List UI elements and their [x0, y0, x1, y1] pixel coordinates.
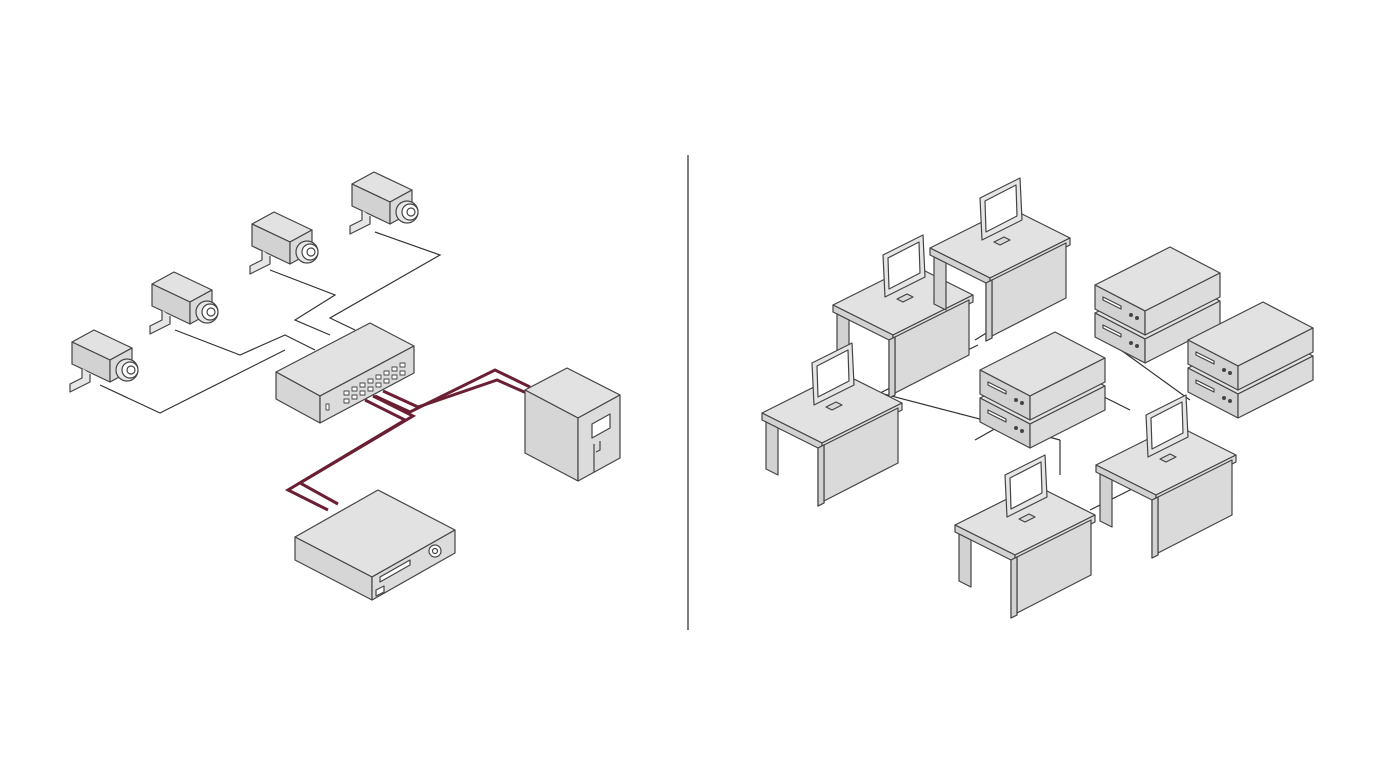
right-panel: [761, 177, 1314, 619]
link-camera-4: [328, 231, 442, 331]
workstations: [761, 177, 1237, 619]
highlighted-links: [284, 368, 539, 512]
workstation-5-icon: [1095, 394, 1237, 559]
workstation-4-icon: [954, 454, 1096, 619]
server-stack-2-icon: [979, 331, 1106, 449]
link-camera-1: [99, 349, 286, 414]
video-recorder-icon: [294, 489, 456, 601]
left-panel: [69, 171, 621, 601]
link-camera-3: [269, 269, 337, 336]
server-stack-3-icon: [1187, 301, 1314, 419]
server-stack-1-icon: [1094, 246, 1221, 364]
link-switch-to-server: [374, 368, 531, 414]
camera-1-icon: [69, 329, 139, 393]
camera-links: [99, 231, 442, 414]
workstation-3-icon: [761, 342, 903, 507]
link-switch-to-server-b: [382, 378, 539, 409]
server-tower-icon: [524, 367, 621, 482]
workstation-2-icon: [929, 177, 1071, 342]
link-camera-2: [174, 329, 316, 356]
camera-4-icon: [349, 171, 419, 235]
camera-2-icon: [149, 271, 219, 335]
server-stacks: [979, 246, 1314, 449]
link-switch-to-recorder-b: [296, 394, 417, 506]
camera-3-icon: [249, 211, 319, 275]
cameras: [69, 171, 419, 393]
network-switch-icon: [275, 322, 415, 424]
